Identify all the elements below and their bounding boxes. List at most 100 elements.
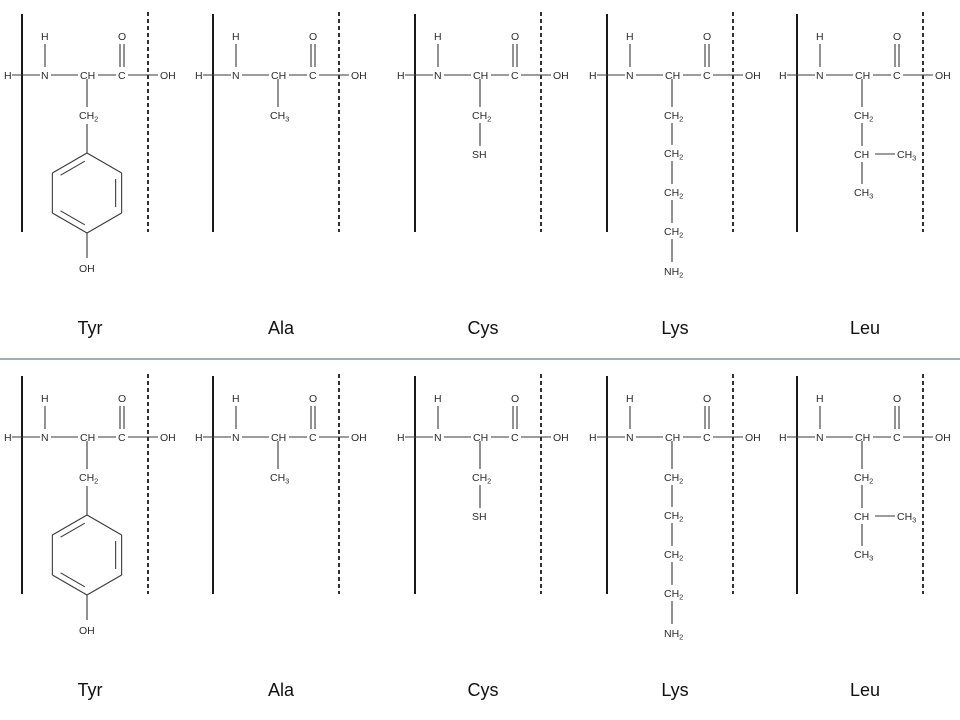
- amino-acid-label-lys: Lys: [661, 318, 688, 338]
- atom-h: H: [232, 393, 240, 405]
- atom-c: C: [118, 432, 126, 444]
- ring-double-bond: [60, 210, 86, 226]
- atom-ch: CH: [855, 432, 870, 444]
- atom-oh: OH: [351, 70, 367, 82]
- atom-n: N: [816, 70, 824, 82]
- atom-o: O: [893, 31, 901, 43]
- atom-ch2: CH2: [472, 472, 491, 486]
- atom-h: H: [232, 31, 240, 43]
- atom-oh: OH: [79, 263, 95, 275]
- atom-c: C: [893, 432, 901, 444]
- atom-ch3: CH3: [270, 110, 289, 124]
- atom-h: H: [41, 393, 49, 405]
- ring-bond: [52, 574, 88, 596]
- atom-c: C: [118, 70, 126, 82]
- atom-ch2: CH2: [664, 510, 683, 524]
- atom-sh: SH: [472, 149, 487, 161]
- atom-h: H: [626, 31, 634, 43]
- atom-h: H: [816, 31, 824, 43]
- atom-o: O: [511, 31, 519, 43]
- ring-bond: [86, 514, 122, 536]
- atom-h: H: [434, 393, 442, 405]
- atom-n: N: [626, 70, 634, 82]
- atom-oh: OH: [160, 432, 176, 444]
- atom-o: O: [118, 31, 126, 43]
- atom-c: C: [309, 70, 317, 82]
- atom-n: N: [434, 432, 442, 444]
- atom-oh: OH: [935, 70, 951, 82]
- amino-acid-label-leu: Leu: [850, 318, 880, 338]
- amino-acid-label-cys: Cys: [468, 680, 499, 700]
- amino-acid-label-tyr: Tyr: [78, 680, 103, 700]
- atom-ch2: CH2: [854, 472, 873, 486]
- atom-oh: OH: [351, 432, 367, 444]
- ring-bond: [86, 212, 122, 234]
- atom-h: H: [195, 70, 203, 82]
- atom-ch: CH: [473, 432, 488, 444]
- atom-ch: CH: [854, 149, 869, 161]
- atom-ch3: CH3: [270, 472, 289, 486]
- amino-acid-label-cys: Cys: [468, 318, 499, 338]
- atom-ch2: CH2: [664, 472, 683, 486]
- atom-n: N: [434, 70, 442, 82]
- atom-ch2: CH2: [664, 226, 683, 240]
- amino-acid-label-tyr: Tyr: [78, 318, 103, 338]
- atom-ch: CH: [854, 511, 869, 523]
- ring-double-bond: [60, 572, 86, 588]
- atom-ch2: CH2: [664, 110, 683, 124]
- atom-oh: OH: [79, 625, 95, 637]
- atom-h: H: [4, 70, 12, 82]
- atom-n: N: [626, 432, 634, 444]
- atom-ch: CH: [855, 70, 870, 82]
- ring-bond: [52, 514, 88, 536]
- atom-c: C: [511, 70, 519, 82]
- atom-nh2: NH2: [664, 628, 683, 642]
- atom-o: O: [703, 393, 711, 405]
- ring-bond: [52, 152, 88, 174]
- atom-c: C: [511, 432, 519, 444]
- atom-ch2: CH2: [79, 110, 98, 124]
- atom-ch2: CH2: [472, 110, 491, 124]
- atom-h: H: [434, 31, 442, 43]
- atom-ch2: CH2: [79, 472, 98, 486]
- atom-o: O: [118, 393, 126, 405]
- atom-h: H: [4, 432, 12, 444]
- atom-c: C: [309, 432, 317, 444]
- atom-h: H: [816, 393, 824, 405]
- atom-n: N: [232, 432, 240, 444]
- atom-ch2: CH2: [664, 549, 683, 563]
- ring-double-bond: [60, 160, 86, 176]
- atom-ch2: CH2: [854, 110, 873, 124]
- atom-h: H: [397, 70, 405, 82]
- atom-ch: CH: [473, 70, 488, 82]
- atom-c: C: [893, 70, 901, 82]
- atom-ch: CH: [665, 432, 680, 444]
- ring-bond: [86, 152, 122, 174]
- atom-ch: CH: [80, 432, 95, 444]
- atom-o: O: [511, 393, 519, 405]
- atom-h: H: [589, 70, 597, 82]
- atom-c: C: [703, 432, 711, 444]
- atom-n: N: [816, 432, 824, 444]
- atom-n: N: [232, 70, 240, 82]
- atom-ch: CH: [665, 70, 680, 82]
- amino-acid-label-lys: Lys: [661, 680, 688, 700]
- atom-ch: CH: [80, 70, 95, 82]
- atom-n: N: [41, 432, 49, 444]
- amino-acid-label-leu: Leu: [850, 680, 880, 700]
- atom-oh: OH: [160, 70, 176, 82]
- ring-bond: [52, 212, 88, 234]
- atom-oh: OH: [745, 432, 761, 444]
- atom-o: O: [703, 31, 711, 43]
- atom-o: O: [893, 393, 901, 405]
- atom-h: H: [589, 432, 597, 444]
- atom-h: H: [779, 70, 787, 82]
- atom-h: H: [779, 432, 787, 444]
- atom-ch2: CH2: [664, 148, 683, 162]
